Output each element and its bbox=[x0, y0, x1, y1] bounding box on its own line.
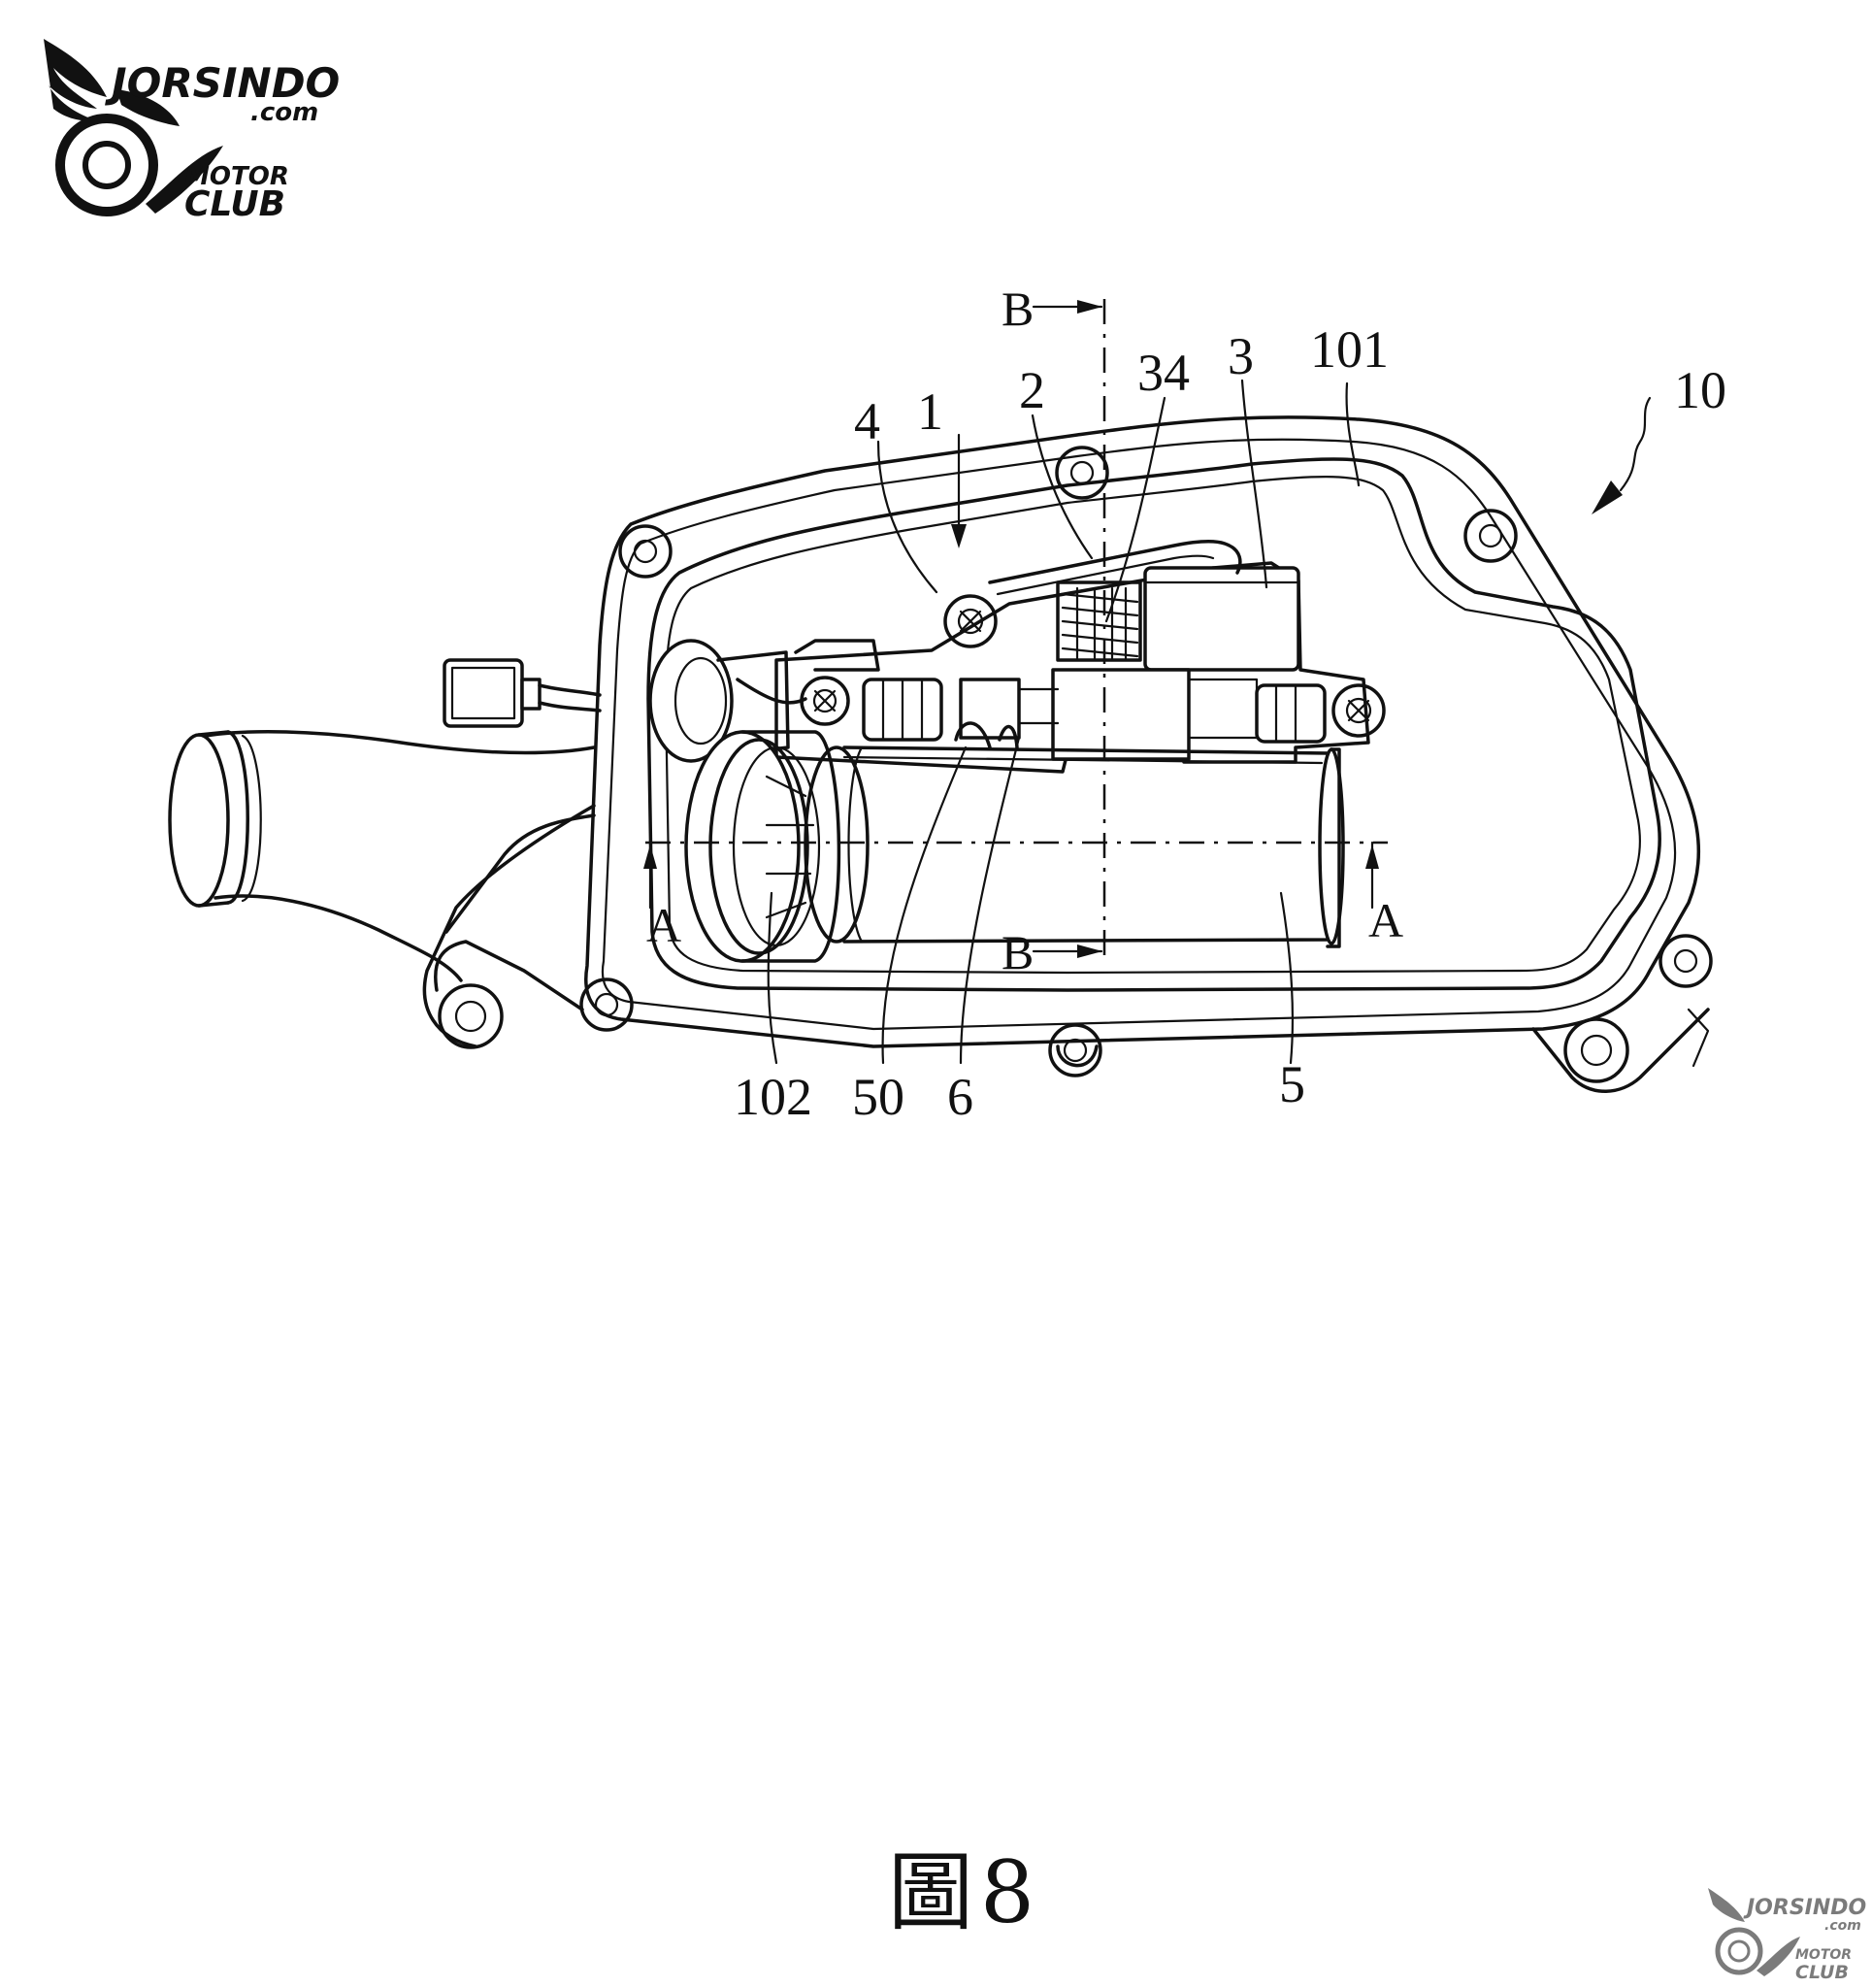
leader-lines bbox=[767, 379, 1652, 1065]
figure-caption-char: 圖 bbox=[888, 1842, 973, 1942]
label-1: 1 bbox=[917, 382, 943, 441]
reference-arrow-icon bbox=[951, 524, 967, 548]
mounting-boss bbox=[1563, 1017, 1629, 1083]
reference-labels: 10 1 4 2 34 3 101 102 50 6 5 A A B B bbox=[646, 282, 1726, 1126]
mounting-boss bbox=[618, 524, 673, 579]
label-102: 102 bbox=[734, 1068, 812, 1126]
wire-connector bbox=[443, 658, 602, 728]
filter-element bbox=[684, 730, 1345, 963]
logo-brand-text: JORSINDO bbox=[1743, 1896, 1866, 1920]
label-5: 5 bbox=[1279, 1055, 1305, 1113]
label-4: 4 bbox=[854, 392, 880, 450]
jorsindo-logo-top-left: JORSINDO .com MOTOR CLUB bbox=[44, 39, 340, 224]
logo-motor-text: MOTOR bbox=[184, 162, 289, 191]
jorsindo-logo-bottom-right: JORSINDO .com MOTOR CLUB bbox=[1708, 1888, 1866, 1983]
label-3: 3 bbox=[1228, 327, 1254, 385]
mounting-boss bbox=[1055, 446, 1109, 500]
section-label-b-top: B bbox=[1002, 282, 1034, 336]
logo-motor-text: MOTOR bbox=[1795, 1947, 1852, 1963]
section-arrow-icon bbox=[1077, 300, 1102, 314]
winged-wheel-icon bbox=[1708, 1888, 1800, 1976]
air-box-housing bbox=[438, 415, 1713, 1093]
intake-duct bbox=[168, 730, 596, 1048]
label-101: 101 bbox=[1310, 320, 1389, 379]
section-label-a-left: A bbox=[646, 898, 681, 952]
sensor-body bbox=[648, 639, 880, 763]
label-6: 6 bbox=[947, 1068, 973, 1126]
section-arrow-icon bbox=[1365, 845, 1379, 869]
logo-domain-text: .com bbox=[1824, 1918, 1861, 1934]
section-arrow-icon bbox=[643, 845, 657, 869]
figure-caption-number: 8 bbox=[980, 1842, 1035, 1942]
label-34: 34 bbox=[1137, 344, 1190, 402]
label-50: 50 bbox=[852, 1068, 904, 1126]
mounting-boss bbox=[438, 983, 504, 1049]
label-10: 10 bbox=[1674, 361, 1726, 419]
mounting-boss bbox=[1659, 934, 1713, 988]
section-label-a-right: A bbox=[1368, 893, 1403, 947]
logo-club-text: CLUB bbox=[184, 184, 285, 224]
mounting-boss bbox=[1463, 509, 1518, 563]
mounting-boss bbox=[1048, 1023, 1102, 1077]
section-arrow-icon bbox=[1077, 944, 1102, 958]
logo-brand-text: JORSINDO bbox=[105, 59, 340, 107]
logo-club-text: CLUB bbox=[1795, 1962, 1849, 1983]
actuator-assembly bbox=[774, 540, 1386, 774]
winged-wheel-icon bbox=[44, 39, 223, 216]
reference-arrow-icon bbox=[1592, 480, 1623, 514]
figure-caption: 圖 8 bbox=[888, 1842, 1035, 1942]
section-lines bbox=[643, 299, 1388, 961]
logo-domain-text: .com bbox=[250, 98, 318, 127]
section-label-b-bottom: B bbox=[1002, 925, 1034, 979]
mounting-boss bbox=[579, 977, 634, 1032]
label-2: 2 bbox=[1019, 361, 1045, 419]
